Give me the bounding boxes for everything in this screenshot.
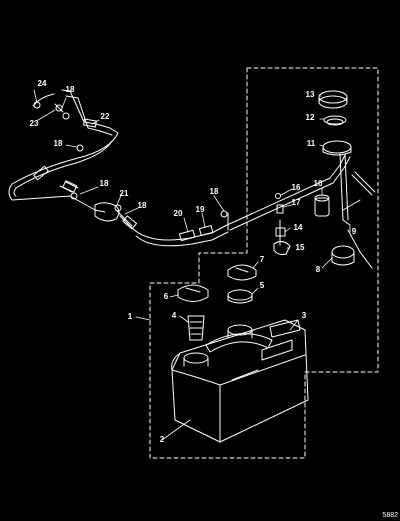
callout-label: 10 xyxy=(313,179,323,188)
hose-clamp xyxy=(198,225,214,236)
callout-label: 2 xyxy=(159,435,165,444)
dashed-group-boundary xyxy=(149,67,379,459)
callout-label: 14 xyxy=(293,223,303,232)
hose-clamp xyxy=(83,118,97,128)
fuel-filter-4 xyxy=(187,315,205,341)
callout-label: 13 xyxy=(305,90,315,99)
callout-label: 22 xyxy=(100,112,110,121)
fill-cap-6 xyxy=(177,284,209,302)
fuel-tank xyxy=(171,319,309,443)
callout-label: 24 xyxy=(37,79,47,88)
fuel-pickup-assembly xyxy=(314,90,376,269)
callout-label: 15 xyxy=(295,243,305,252)
callout-label: 5 xyxy=(259,281,265,290)
callout-label: 11 xyxy=(306,139,316,148)
callout-label: 7 xyxy=(259,255,265,264)
gasket xyxy=(323,115,347,125)
primer-bulb xyxy=(94,202,120,222)
vent-screw-parts xyxy=(273,193,291,255)
callout-label: 18 xyxy=(65,85,75,94)
figure-number: 5882 xyxy=(382,512,398,519)
callout-label: 3 xyxy=(301,311,307,320)
callout-label: 18 xyxy=(53,139,63,148)
callout-label: 8 xyxy=(315,265,321,274)
callout-label: 18 xyxy=(99,179,109,188)
fuel-line-fittings xyxy=(33,101,228,218)
leader-lines xyxy=(33,89,351,441)
hose-clamp xyxy=(122,215,138,230)
filler-neck-left xyxy=(183,352,209,364)
hose-clamp xyxy=(62,180,78,193)
gauge-head xyxy=(322,140,352,154)
fuel-line-assembly xyxy=(8,89,351,247)
callout-label: 4 xyxy=(171,311,177,320)
callout-label: 12 xyxy=(305,113,315,122)
adapter-5 xyxy=(227,289,253,301)
callout-label: 17 xyxy=(291,198,301,207)
caps-and-adapters xyxy=(177,264,257,341)
callout-label: 23 xyxy=(29,119,39,128)
pickup-tube xyxy=(351,171,376,196)
hose-clamp xyxy=(178,229,196,242)
float xyxy=(331,245,355,259)
callout-label: 21 xyxy=(119,189,129,198)
callout-label: 20 xyxy=(173,209,183,218)
cap-ring xyxy=(318,90,348,104)
fill-cap-7 xyxy=(227,264,257,281)
callout-label: 9 xyxy=(351,227,357,236)
tank-handle xyxy=(205,333,273,353)
fuel-filter xyxy=(314,197,330,217)
callout-label: 18 xyxy=(209,187,219,196)
callout-label: 1 xyxy=(127,312,133,321)
callout-label: 6 xyxy=(163,292,169,301)
float-arm xyxy=(347,229,373,269)
vent-body xyxy=(273,240,291,255)
callout-label: 18 xyxy=(137,201,147,210)
callout-label: 16 xyxy=(291,183,301,192)
callout-label: 19 xyxy=(195,205,205,214)
